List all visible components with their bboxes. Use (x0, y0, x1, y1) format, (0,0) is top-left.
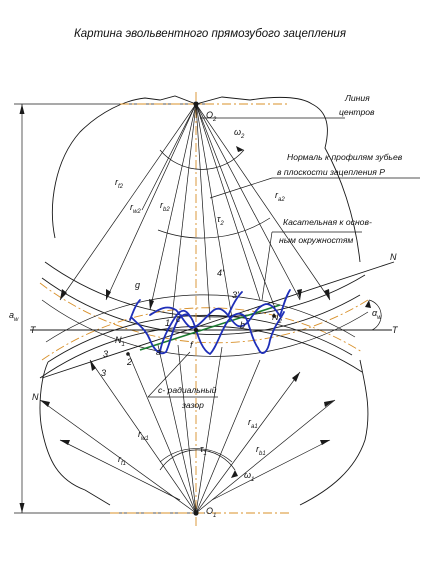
upper-root-circle (44, 261, 366, 318)
upper-radius-lines (59, 103, 331, 321)
point-N1 (126, 352, 130, 356)
note-tangent-1: Касательная к основ- (283, 217, 372, 227)
pitch-point-P (193, 327, 199, 333)
lower-rotation-arc (159, 449, 236, 471)
label-alpha: αw (372, 308, 382, 321)
upper-gear-tooth-profile (149, 303, 281, 329)
label-N-right: N (390, 252, 397, 262)
label-ra2: ra2 (275, 190, 285, 203)
lower-addendum-circle (45, 294, 356, 343)
pressure-angle-arrow (365, 300, 371, 308)
upper-pitch-circle (39, 282, 369, 344)
upper-gear-outline (52, 95, 361, 263)
upper-radius-arrows (60, 289, 330, 310)
point-N2 (272, 314, 276, 318)
leader-clearance (147, 351, 191, 398)
note-clearance-2: зазор (181, 400, 204, 410)
label-N2: N2 (272, 312, 283, 325)
center-distance-label: aw (9, 310, 19, 323)
lower-tooth-flank (159, 309, 191, 353)
tau1-arc (159, 448, 233, 463)
lower-root-circle (47, 314, 353, 363)
label-g: g (135, 280, 140, 290)
note-normal-1: Нормаль к профилям зубьев (287, 152, 403, 162)
label-N1: N1 (115, 335, 125, 348)
label-point-2: 2 (126, 357, 132, 367)
label-rf2: rf2 (115, 177, 124, 190)
label-point-c: c (176, 314, 181, 324)
lower-gear-outline (39, 359, 369, 506)
leader-normal (209, 177, 273, 199)
label-rw1: rw1 (138, 429, 149, 442)
omega2-arrow (236, 146, 244, 152)
tau2-arc (157, 217, 271, 239)
label-O1: O1 (206, 506, 216, 519)
label-T-left: T (30, 325, 37, 335)
label-ra1: ra1 (248, 417, 258, 430)
note-normal-2: в плоскости зацепления Р (277, 167, 385, 177)
line-of-action-NN (41, 261, 395, 379)
upper-rotation-arc (159, 149, 245, 170)
upper-tooth-tip-left (129, 299, 141, 321)
label-O2: O2 (206, 110, 217, 123)
label-T-right: T (392, 325, 399, 335)
label-point-a: a (156, 347, 161, 357)
label-point-3b: 3 (101, 368, 106, 378)
rf1-dimension-line (59, 439, 181, 501)
lower-radius-lines (39, 344, 336, 514)
pressure-angle-arc (368, 299, 382, 331)
upper-addendum-circle (41, 299, 369, 357)
upper-tooth-tip-right (279, 289, 291, 317)
label-rb2: rb2 (160, 200, 170, 213)
label-rf1: rf1 (118, 454, 126, 467)
note-clearance-1: с- радиальный (158, 385, 217, 395)
label-rb1: rb1 (256, 444, 266, 457)
note-tangent-2: ным окружностям (279, 235, 353, 245)
upper-base-circle (41, 277, 361, 335)
label-point-3p: 3' (232, 290, 239, 300)
omega1-arrow (231, 470, 238, 478)
dim-arrow-top (19, 104, 25, 114)
label-point-3: 3 (103, 349, 108, 359)
upper-tooth-tip-mid (227, 291, 243, 317)
leader-tangent (261, 231, 273, 301)
ra1-dimension-line (211, 439, 331, 501)
label-point-1: 1 (165, 318, 170, 328)
label-tau2: τ2 (217, 214, 224, 227)
label-omega2: ω2 (234, 127, 245, 140)
lower-gear-tooth-profile (131, 311, 285, 355)
center-O1 (193, 510, 199, 516)
label-point-4: 4' (217, 268, 224, 278)
dim-arrow-bottom (19, 503, 25, 513)
label-N-left: N (32, 392, 39, 402)
label-rw2: rw2 (130, 202, 141, 215)
diagram-title: Картина эвольвентного прямозубого зацепл… (74, 28, 346, 40)
label-tau1: τ1 (200, 444, 207, 457)
center-O2 (193, 101, 199, 107)
label-point-b: b (240, 320, 245, 330)
note-center-line-1: Линия (344, 93, 370, 103)
note-center-line-2: центров (339, 107, 375, 117)
label-omega1: ω1 (244, 470, 254, 483)
label-point-f: f (190, 340, 194, 350)
